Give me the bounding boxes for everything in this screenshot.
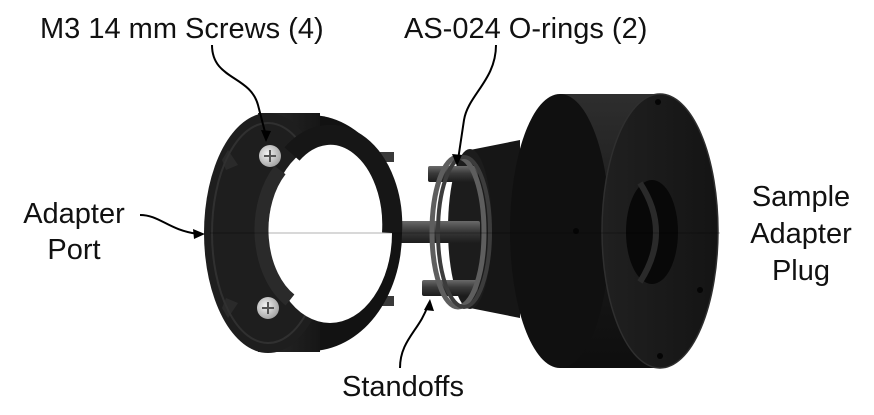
adapter-port-label-line1: Adapter	[23, 198, 125, 230]
plug-hole	[697, 287, 703, 293]
standoff-bottom-left	[380, 296, 394, 306]
screws-label: M3 14 mm Screws (4)	[40, 13, 324, 45]
plug-hole	[573, 228, 579, 234]
adapter-port-label-line2: Port	[47, 234, 101, 266]
o-rings-label: AS-024 O-rings (2)	[404, 13, 648, 45]
leader-adapter-port	[139, 214, 199, 235]
plug-center-bore	[626, 180, 678, 284]
plug-label-line1: Sample	[751, 181, 851, 213]
plug-back-edge	[510, 94, 610, 368]
plug-label-line2: Adapter	[750, 218, 852, 250]
leader-arrowheads	[193, 130, 462, 311]
arrowhead-adapter-port	[193, 229, 205, 239]
leader-screws	[211, 44, 267, 137]
arrowhead-screws	[261, 130, 271, 142]
sample-adapter-plug	[448, 93, 719, 369]
plug-hole	[657, 353, 663, 359]
standoff-top-left	[380, 152, 394, 162]
leader-lines	[139, 44, 497, 369]
o-ring-2	[436, 155, 492, 309]
leader-orings	[457, 44, 497, 161]
plug-label-line3: Plug	[771, 255, 831, 287]
standoffs-label: Standoffs	[341, 371, 464, 403]
arrowhead-orings	[452, 154, 462, 166]
plug-hole	[655, 99, 661, 105]
standoff-bottom	[422, 280, 478, 296]
leader-standoffs	[399, 304, 429, 369]
arrowhead-standoffs	[424, 299, 434, 311]
